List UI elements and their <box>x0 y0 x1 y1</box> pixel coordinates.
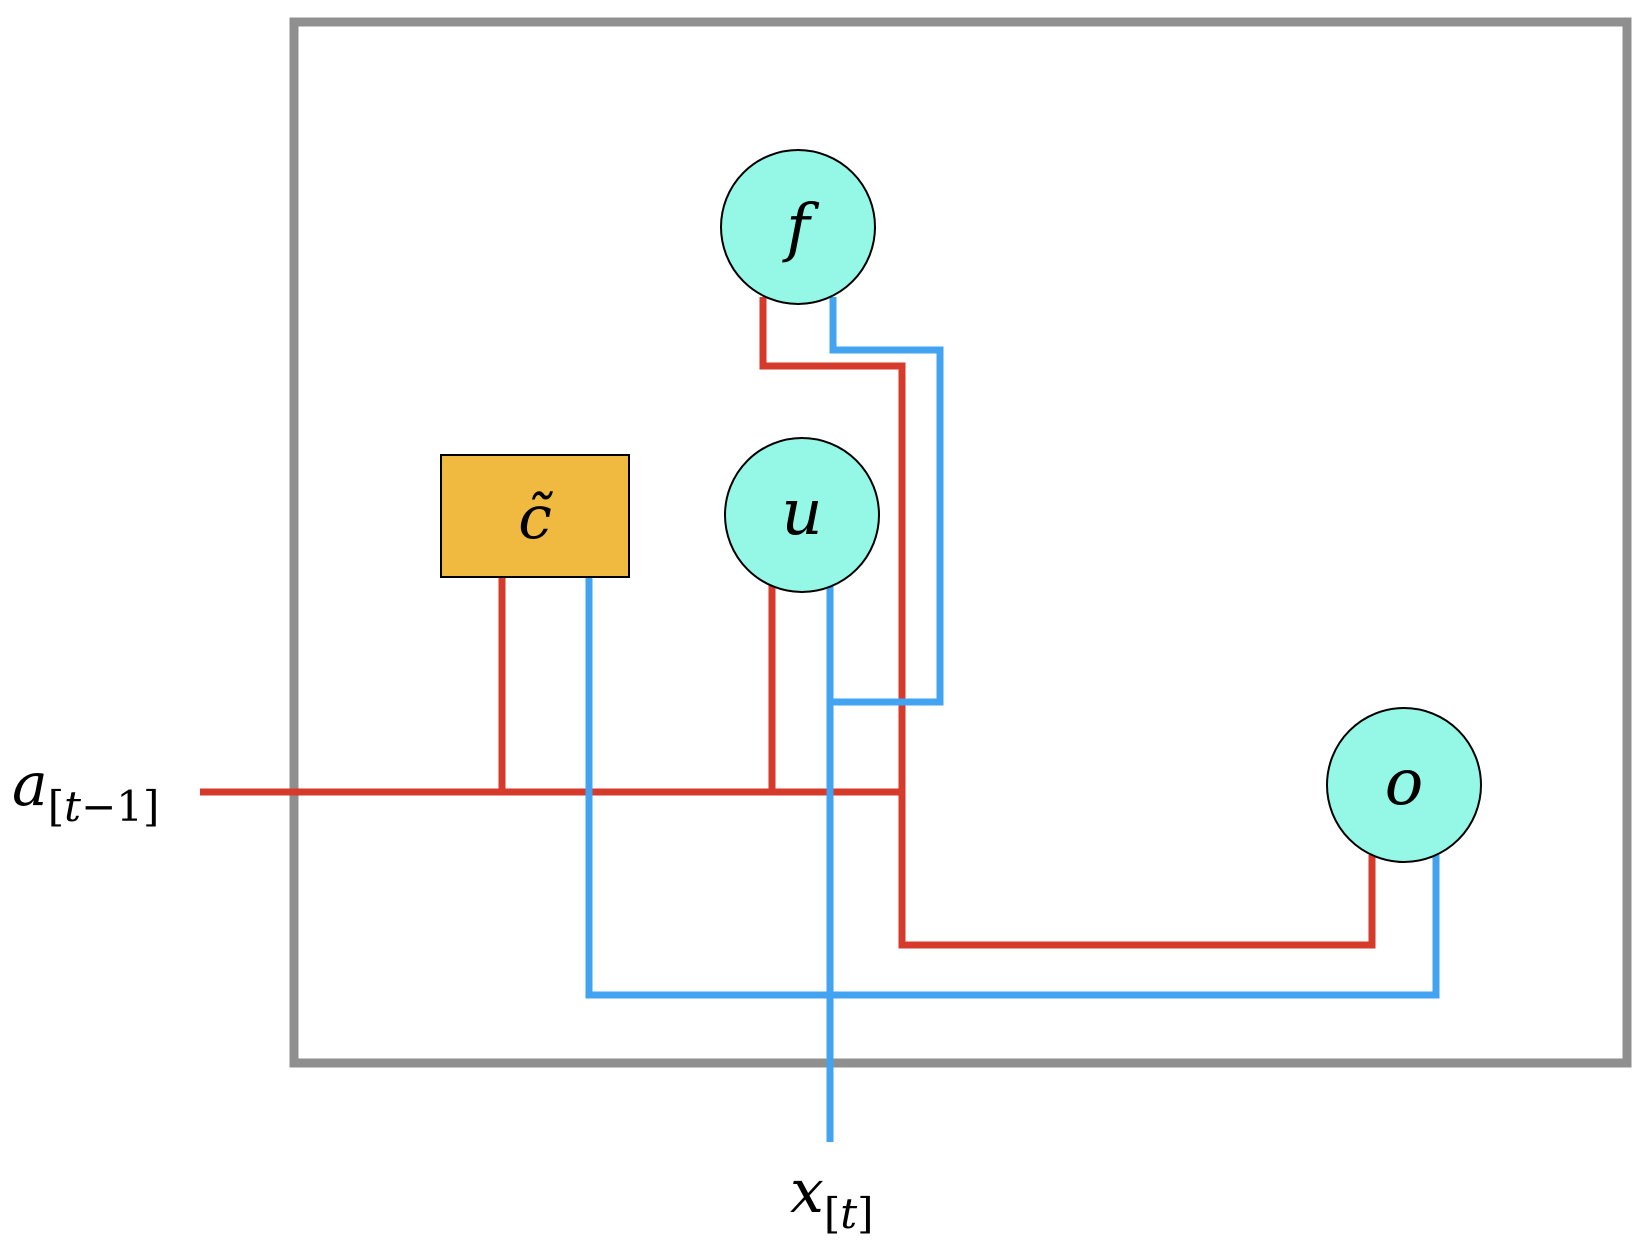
forget-gate-circle <box>720 149 876 305</box>
x-input-sub-rest: ] <box>857 1189 873 1238</box>
cell-frame <box>289 17 1632 1068</box>
x-input-sub-open: [ <box>824 1189 840 1238</box>
candidate-label: c̃ <box>518 483 553 553</box>
update-gate-node: u <box>724 437 880 593</box>
x-input-base: x <box>790 1157 824 1227</box>
input-to-candidate-and-output <box>585 577 1440 999</box>
hidden-prev-sub-var: t <box>64 782 81 831</box>
candidate-node: c̃ <box>440 454 630 578</box>
forget-gate-node: f <box>720 149 876 305</box>
input-paths <box>585 297 1440 1142</box>
output-gate-circle <box>1326 707 1482 863</box>
hidden-state-paths <box>200 297 1376 949</box>
candidate-box <box>440 454 630 578</box>
hidden-prev-sub-rest: −1] <box>81 782 159 831</box>
hidden-prev-label: a[t−1] <box>12 750 159 831</box>
input-to-forget-gate <box>829 297 944 706</box>
update-gate-label: u <box>781 476 822 550</box>
output-gate-node: o <box>1326 707 1482 863</box>
hidden-prev-sub-open: [ <box>48 782 64 831</box>
update-gate-circle <box>724 437 880 593</box>
x-input-label: x[t] <box>790 1157 874 1238</box>
output-gate-label: o <box>1385 746 1424 820</box>
hidden-to-forget-gate <box>759 297 1376 949</box>
hidden-prev-base: a <box>12 750 48 820</box>
x-input-sub-var: t <box>840 1189 857 1238</box>
